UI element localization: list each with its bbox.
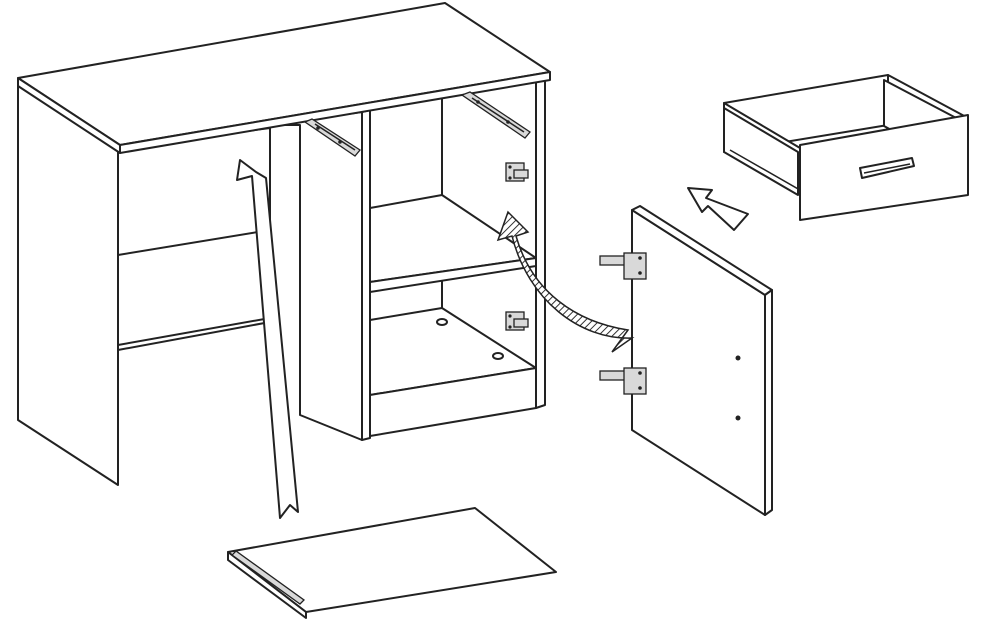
drawer-handle-groove [863, 163, 911, 174]
shelf-panel [227, 507, 557, 619]
door-panel-face [631, 209, 766, 516]
door-hinge-bottom [599, 367, 647, 395]
arrow-up-icon [236, 159, 299, 519]
drawer-left-side [723, 107, 799, 196]
hinge-plate-top [505, 162, 529, 182]
hinge-plate-bottom [505, 311, 529, 331]
leveling-hole [492, 352, 504, 360]
drawer-runner-left [303, 118, 361, 157]
curved-arrow-icon [496, 210, 635, 353]
knob-hole [735, 415, 741, 421]
desk-top-front-edge [119, 71, 551, 154]
door-hinge-top [599, 252, 647, 280]
door-panel-side-edge [764, 289, 773, 516]
drawer [723, 74, 969, 221]
desk-carcass [17, 2, 551, 486]
knob-hole [735, 355, 741, 361]
cabinet-door [599, 205, 773, 516]
leveling-hole [436, 318, 448, 326]
divider-front-edge [361, 109, 371, 441]
left-side-panel [17, 84, 119, 486]
shelf-insert-arrow [236, 159, 299, 519]
shelf-panel-edge [227, 551, 307, 619]
drawer-runner-right [460, 91, 531, 139]
arrow-left-icon [687, 187, 749, 231]
door-mount-arrow [496, 210, 635, 353]
drawer-insert-arrow [687, 187, 749, 231]
right-side-edge [535, 77, 546, 409]
shelf-runner [231, 550, 305, 605]
